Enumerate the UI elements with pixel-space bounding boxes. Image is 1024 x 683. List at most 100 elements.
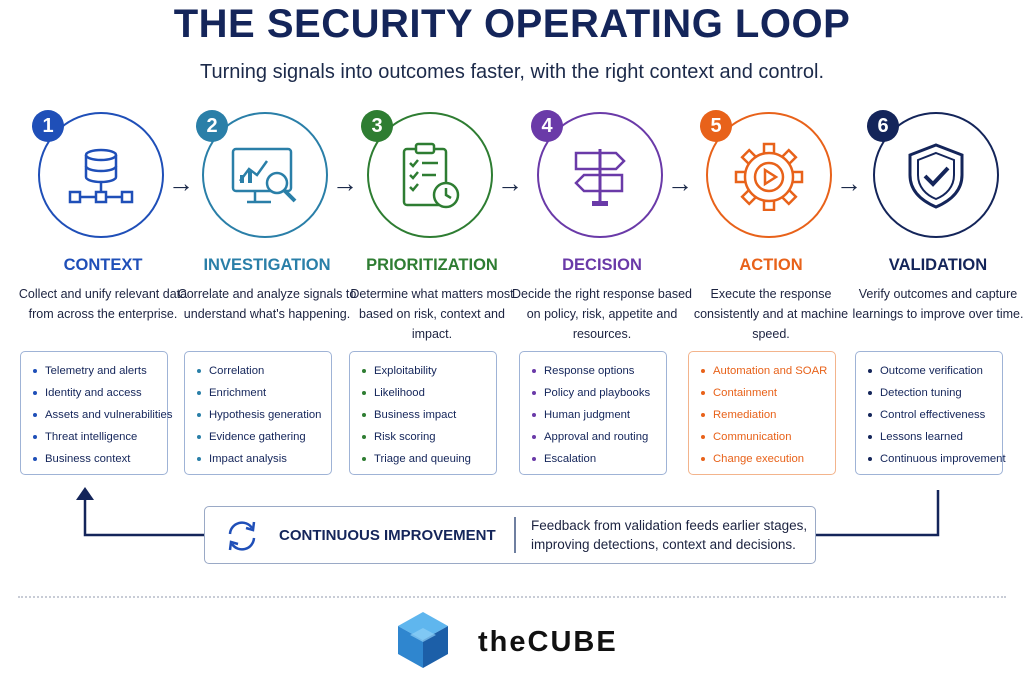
refresh-cycle-icon <box>228 521 256 551</box>
bullet-icon <box>197 457 201 461</box>
list-item-label: Automation and SOAR <box>713 365 828 377</box>
list-item: Enrichment <box>195 384 331 406</box>
list-item-label: Correlation <box>209 365 265 377</box>
list-item: Response options <box>530 362 666 384</box>
list-item-label: Enrichment <box>209 387 267 399</box>
list-item: Escalation <box>530 450 666 472</box>
bullet-icon <box>701 413 705 417</box>
continuous-improvement-title: CONTINUOUS IMPROVEMENT <box>279 527 496 544</box>
bullet-icon <box>868 391 872 395</box>
list-item-label: Exploitability <box>374 365 437 377</box>
bullet-icon <box>362 369 366 373</box>
list-item: Approval and routing <box>530 428 666 450</box>
list-item-label: Approval and routing <box>544 431 649 443</box>
list-item-label: Remediation <box>713 409 777 421</box>
list-item-label: Control effectiveness <box>880 409 986 421</box>
list-item: Detection tuning <box>866 384 1002 406</box>
list-item-label: Telemetry and alerts <box>45 365 147 377</box>
flow-arrow-icon: → <box>497 168 523 198</box>
list-item: Lessons learned <box>866 428 1002 450</box>
stage-description: Decide the right response based on polic… <box>512 287 692 341</box>
stage-number-badge: 5 <box>700 110 732 142</box>
stage-description: Correlate and analyze signals to underst… <box>177 287 357 321</box>
flow-arrow-icon: → <box>332 168 358 198</box>
stage-heading: VALIDATION <box>888 256 988 274</box>
bullet-icon <box>701 391 705 395</box>
bullet-icon <box>362 391 366 395</box>
loop-line-right <box>816 490 940 537</box>
list-item-label: Policy and playbooks <box>544 387 651 399</box>
list-item: Policy and playbooks <box>530 384 666 406</box>
dotted-separator <box>18 596 1006 598</box>
bullet-icon <box>197 391 201 395</box>
bullet-icon <box>701 457 705 461</box>
stage-number-badge: 3 <box>361 110 393 142</box>
list-item: Telemetry and alerts <box>31 362 167 384</box>
stage-description: Execute the response consistently and at… <box>693 287 849 341</box>
bullet-icon <box>197 369 201 373</box>
loop-line-left <box>83 498 204 537</box>
list-item-label: Evidence gathering <box>209 431 306 443</box>
list-item: Triage and queuing <box>360 450 496 472</box>
list-item-label: Identity and access <box>45 387 142 399</box>
bullet-icon <box>868 457 872 461</box>
bullet-icon <box>868 413 872 417</box>
list-item-label: Business impact <box>374 409 457 421</box>
page-subtitle: Turning signals into outcomes faster, wi… <box>199 61 825 83</box>
list-item: Change execution <box>699 450 835 472</box>
stage-number-badge: 4 <box>531 110 563 142</box>
list-item-label: Containment <box>713 387 778 399</box>
bullet-icon <box>197 413 201 417</box>
bullet-icon <box>197 435 201 439</box>
list-item: Hypothesis generation <box>195 406 331 428</box>
bullet-icon <box>33 391 37 395</box>
signpost-icon <box>574 149 626 206</box>
stage-heading: CONTEXT <box>63 256 143 274</box>
bullet-icon <box>868 435 872 439</box>
divider <box>514 517 516 553</box>
list-item: Control effectiveness <box>866 406 1002 428</box>
bullet-icon <box>362 435 366 439</box>
list-item: Evidence gathering <box>195 428 331 450</box>
flow-arrow-icon: → <box>667 168 693 198</box>
stage-icon-circle <box>873 112 999 238</box>
bullet-icon <box>33 457 37 461</box>
bullet-icon <box>532 369 536 373</box>
continuous-improvement-box: CONTINUOUS IMPROVEMENT Feedback from val… <box>204 506 816 564</box>
stage-heading: DECISION <box>562 256 642 274</box>
list-item: Correlation <box>195 362 331 384</box>
list-item: Outcome verification <box>866 362 1002 384</box>
list-item: Threat intelligence <box>31 428 167 450</box>
list-item: Impact analysis <box>195 450 331 472</box>
list-item: Human judgment <box>530 406 666 428</box>
flow-arrow-icon: → <box>168 168 194 198</box>
bullet-icon <box>701 435 705 439</box>
list-item-label: Hypothesis generation <box>209 409 322 421</box>
stage-heading: ACTION <box>739 256 803 274</box>
bullet-icon <box>532 391 536 395</box>
list-item-label: Impact analysis <box>209 453 287 465</box>
list-item: Containment <box>699 384 835 406</box>
shield-check-icon <box>908 143 964 209</box>
list-item: Business context <box>31 450 167 472</box>
list-item: Likelihood <box>360 384 496 406</box>
list-item: Continuous improvement <box>866 450 1006 472</box>
list-item: Exploitability <box>360 362 496 384</box>
list-item-label: Escalation <box>544 453 597 465</box>
bullet-icon <box>33 413 37 417</box>
list-item: Assets and vulnerabilities <box>31 406 172 428</box>
list-item-label: Continuous improvement <box>880 453 1006 465</box>
stage-number-badge: 1 <box>32 110 64 142</box>
list-item-label: Human judgment <box>544 409 631 421</box>
